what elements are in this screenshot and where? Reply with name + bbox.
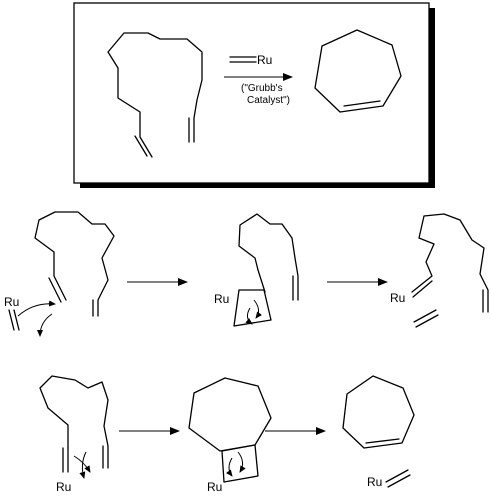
metallacyclobutane-2: Ru [188, 377, 272, 494]
catalyst-caption-line1: ("Grubb's [241, 83, 283, 94]
reagent-metal-label: Ru [257, 53, 272, 67]
ru-label-step2: Ru [56, 480, 71, 494]
overview-box: Ru ("Grubb's Catalyst") [73, 2, 435, 188]
metallacyclobutane-1: Ru [214, 213, 299, 327]
ru-label-step1: Ru [4, 295, 19, 309]
ru-label-alkylidene: Ru [390, 291, 405, 305]
step-2-intramolecular-attack: Ru [39, 375, 109, 494]
ru-label-methylidene: Ru [367, 475, 382, 489]
ru-label-cyclobutane2: Ru [207, 480, 222, 494]
catalyst-caption-line2: Catalyst") [247, 95, 290, 106]
catalyst-reagent: Ru [229, 53, 272, 67]
step-1-diene-and-catalyst: Ru [4, 211, 115, 337]
ru-methylidene-byproduct: Ru [367, 469, 411, 489]
ruthenium-alkylidene: Ru [390, 213, 489, 313]
cycloheptene-product [314, 29, 402, 113]
ru-label-cyclobutane1: Ru [214, 292, 229, 306]
cycloheptene-final [342, 375, 415, 449]
ethylene-byproduct-1 [413, 309, 439, 328]
starting-diene [107, 32, 203, 158]
